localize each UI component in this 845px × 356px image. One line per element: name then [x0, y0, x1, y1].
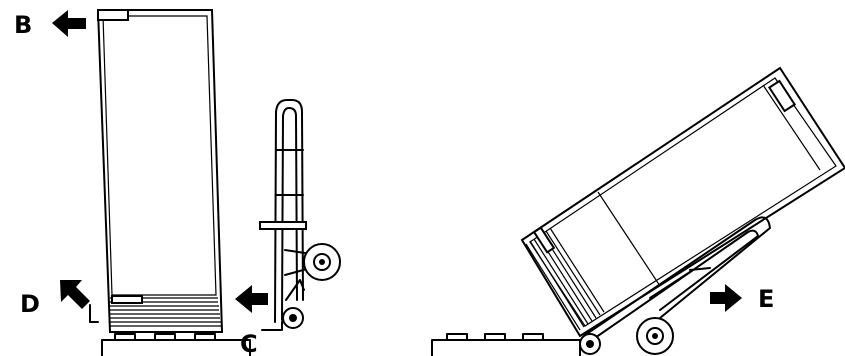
shipping-base-left: [102, 334, 250, 356]
shipping-base-right: [432, 334, 580, 356]
tilted-appliance: [522, 68, 845, 336]
label-c: C: [240, 330, 258, 356]
arrow-left-icon: [235, 285, 268, 313]
label-d: D: [20, 290, 40, 318]
arrow-up-left-icon: [60, 280, 90, 309]
upright-appliance: [90, 10, 222, 332]
hand-truck-upright: [260, 100, 340, 330]
arrow-left-icon: [52, 10, 86, 37]
arrow-right-icon: [710, 284, 742, 312]
label-e: E: [758, 285, 774, 313]
label-b: B: [14, 11, 32, 39]
